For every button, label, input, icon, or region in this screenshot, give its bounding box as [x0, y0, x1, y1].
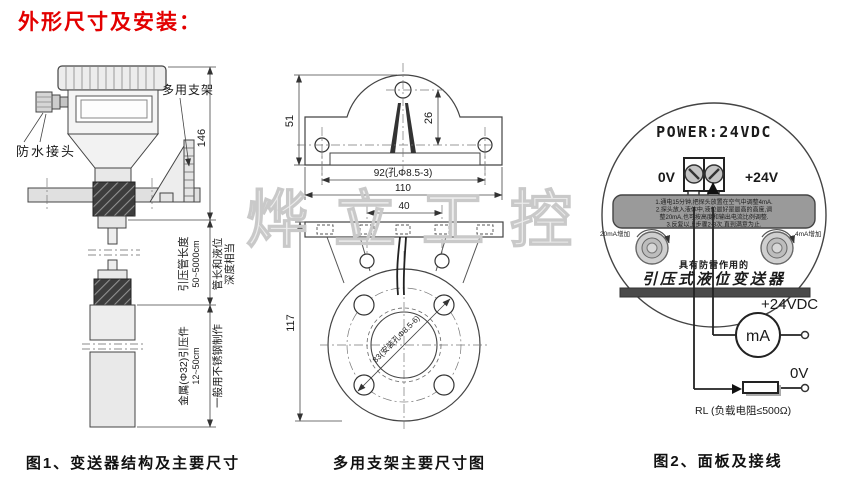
- break-lines-upper: [88, 249, 140, 256]
- metal-range-label: 12~50cm: [191, 347, 201, 384]
- instruction-line-4: 3.反复以上步骤2-3次,直到满意为止.: [666, 221, 761, 229]
- polarity-arrow: [707, 182, 719, 194]
- dim-146: [128, 66, 216, 221]
- dim-40-label: 40: [398, 201, 410, 212]
- page-title: 外形尺寸及安装：: [18, 11, 202, 34]
- load-label: RL (负载电阻≤500Ω): [695, 404, 791, 417]
- instruction-line-2: 2.探头放入液体中,液位最好是最高的高度,调: [656, 206, 772, 214]
- dim-83-line: [357, 298, 451, 392]
- instruction-box: 1.通电15分钟,把探头放置在空气中调整4mA. 2.探头放入液体中,液位最好是…: [612, 194, 816, 229]
- figure2-caption: 图2、面板及接线: [653, 453, 783, 470]
- bracket-label: 多用支架: [162, 83, 214, 97]
- instruction-line-3: 整20mA,也可按高度和输出电流比例调整.: [659, 213, 768, 221]
- product-name-label: 引压式液位变送器: [642, 270, 786, 288]
- panel-wiring-drawing: POWER:24VDC 0V +24V 1.通电15分钟,把探头放置在空气中调整…: [600, 102, 827, 417]
- span-adjust-knob[interactable]: [760, 228, 795, 265]
- terminal-dot-top: [800, 330, 810, 340]
- bracket-leader-line: [179, 97, 191, 167]
- dim-92: [321, 150, 486, 185]
- current-meter: mA: [735, 312, 781, 358]
- dim-metal: [137, 304, 216, 428]
- plate-centerlines: [46, 178, 153, 212]
- zero-adjust-knob[interactable]: [635, 228, 670, 265]
- zero-volt-label: 0V: [790, 365, 808, 382]
- transmitter-head: [57, 65, 167, 135]
- meter-label: mA: [746, 328, 770, 345]
- steel-note-label: 一般用不锈钢制作: [211, 324, 224, 408]
- bracket-dimension-drawing: 51 26 92(孔Φ8.5-3) 110 40: [284, 63, 504, 429]
- power-label: POWER:24VDC: [656, 123, 772, 141]
- pipe-length-label: 引压管长度: [176, 237, 190, 292]
- dim-117-label: 117: [285, 314, 297, 332]
- dim-110-label: 110: [395, 183, 411, 194]
- figure1-caption: 图1、变送器结构及主要尺寸: [25, 455, 241, 472]
- waterproof-leader-lines: [23, 112, 47, 143]
- bracket-shape: [149, 139, 195, 203]
- dim-26-label: 26: [423, 112, 435, 124]
- bracket-plan-plate: [304, 221, 504, 238]
- supply-label: +24VDC: [761, 296, 818, 313]
- terminal-24v-label: +24V: [745, 169, 779, 185]
- panel-dark-bar: [619, 287, 811, 298]
- load-resistor: [732, 381, 781, 396]
- dim-pipe: [137, 219, 216, 306]
- transmitter-structure-drawing: 防水接头 多用支架: [16, 65, 236, 428]
- thread-section-upper: [92, 181, 136, 245]
- dim-146-label: 146: [196, 129, 208, 147]
- bracket-front-view: [304, 74, 503, 166]
- transmitter-body: [66, 133, 160, 183]
- flange-wires: [396, 236, 407, 296]
- dim-110: [304, 167, 503, 200]
- wiring-lines: [693, 207, 801, 390]
- knob-right-label: 4mA增加: [795, 229, 821, 238]
- pipe-range-label: 50~5000cm: [191, 240, 201, 287]
- metal-part-label: 金属(Φ32)引压件: [177, 326, 190, 406]
- dim-117: [295, 221, 342, 422]
- dim-51-label: 51: [284, 115, 296, 127]
- waterproof-gland: [35, 91, 69, 113]
- terminal-0v-label: 0V: [658, 169, 676, 185]
- knob-left-label: 20mA增加: [600, 229, 630, 238]
- bracket-figure-caption: 多用支架主要尺寸图: [332, 455, 486, 472]
- waterproof-joint-label: 防水接头: [16, 144, 76, 159]
- dim-51: [294, 74, 397, 166]
- instruction-line-1: 1.通电15分钟,把探头放置在空气中调整4mA.: [655, 198, 773, 206]
- pipe-note2-label: 深度相当: [223, 243, 236, 285]
- dim-92-label: 92(孔Φ8.5-3): [374, 167, 433, 179]
- terminal-dot-bottom: [800, 383, 810, 393]
- probe-assembly: [82, 259, 144, 428]
- pipe-note1-label: 管长和液位: [211, 237, 224, 290]
